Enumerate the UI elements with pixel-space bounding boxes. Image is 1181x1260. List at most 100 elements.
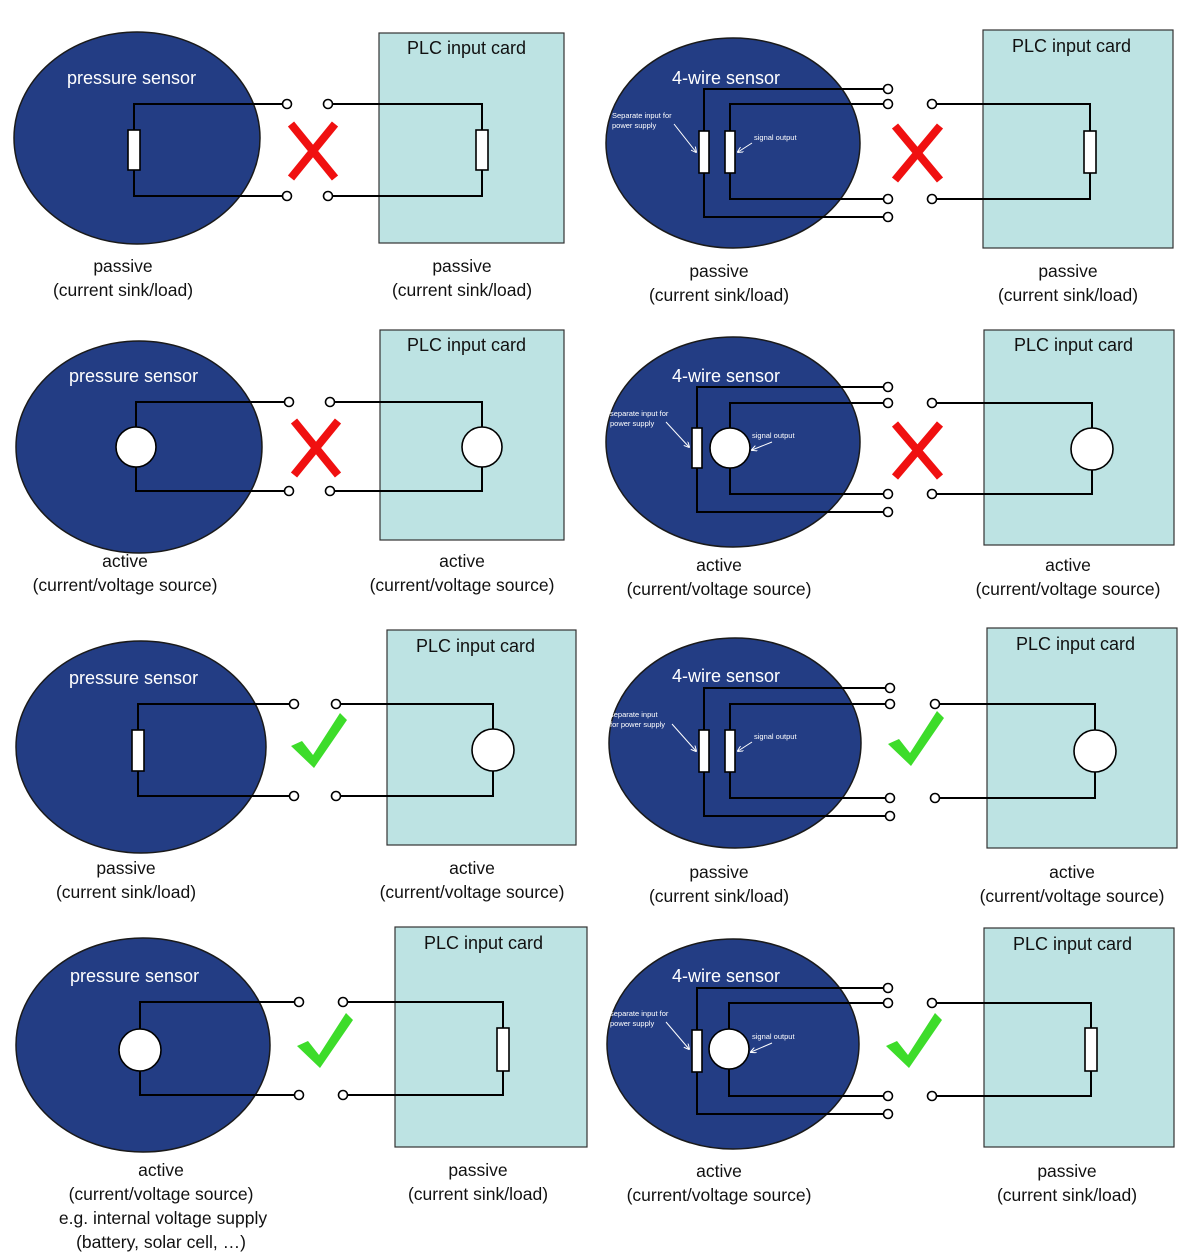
terminal	[882, 997, 894, 1009]
power-input-label: power supply	[612, 121, 656, 130]
power-input-label: separate input	[610, 710, 658, 719]
cross-mark-icon	[891, 421, 944, 480]
sensor-role-caption: (current/voltage source)	[69, 1184, 254, 1204]
signal-current-source-symbol	[709, 427, 751, 469]
sensor-title: 4-wire sensor	[672, 966, 780, 986]
signal-output-label: signal output	[752, 431, 795, 440]
cross-mark-icon	[287, 121, 339, 181]
terminal	[882, 381, 894, 393]
plc-title: PLC input card	[416, 636, 535, 656]
plc-role-caption: (current/voltage source)	[370, 575, 555, 595]
sensor-role-caption: (current/voltage source)	[33, 575, 218, 595]
terminal	[882, 1090, 894, 1102]
sensor-example-caption: e.g. internal voltage supply	[59, 1208, 267, 1228]
terminal	[283, 396, 295, 408]
sensor-title: pressure sensor	[70, 966, 199, 986]
power-input-label: Separate input for	[612, 111, 672, 120]
plc-title: PLC input card	[1013, 934, 1132, 954]
plc-current-source-symbol	[1073, 729, 1117, 773]
power-input-label: power supply	[610, 419, 654, 428]
terminal	[283, 485, 295, 497]
terminal	[882, 397, 894, 409]
sensor-type-caption: active	[696, 555, 742, 575]
sensor-type-caption: passive	[93, 256, 152, 276]
terminal	[281, 98, 293, 110]
terminal	[884, 810, 896, 822]
sensor-current-source-symbol	[118, 1028, 162, 1072]
terminal	[322, 190, 334, 202]
sensor-title: pressure sensor	[67, 68, 196, 88]
check-mark-icon	[291, 713, 347, 768]
plc-title: PLC input card	[1016, 634, 1135, 654]
terminal	[337, 1089, 349, 1101]
plc-type-caption: passive	[448, 1160, 507, 1180]
plc-resistor-symbol	[1083, 130, 1097, 174]
terminal	[929, 698, 941, 710]
terminal	[324, 396, 336, 408]
plc-current-source-symbol	[471, 728, 515, 772]
panel-r2-pressure: pressure sensor PLC input card active (c…	[15, 329, 565, 595]
plc-type-caption: active	[439, 551, 485, 571]
terminal	[884, 682, 896, 694]
panel-r2-4wire: 4-wire sensor separate input for power s…	[605, 329, 1175, 599]
sensor-title: pressure sensor	[69, 366, 198, 386]
terminal	[882, 211, 894, 223]
plc-title: PLC input card	[407, 335, 526, 355]
sensor-role-caption: (current sink/load)	[53, 280, 193, 300]
plc-type-caption: active	[1049, 862, 1095, 882]
check-mark-icon	[886, 1013, 942, 1068]
panel-r4-pressure: pressure sensor PLC input card active (c…	[15, 926, 588, 1252]
pointer-arrow	[738, 142, 753, 152]
plc-type-caption: active	[449, 858, 495, 878]
check-mark-icon	[297, 1013, 353, 1068]
pointer-arrow	[671, 723, 696, 751]
signal-output-label: signal output	[752, 1032, 795, 1041]
panel-r1-4wire: 4-wire sensor Separate input for power s…	[605, 29, 1174, 305]
power-input-label: for power supply	[610, 720, 665, 729]
pointer-arrow	[751, 1042, 773, 1052]
terminal	[882, 506, 894, 518]
terminal	[929, 792, 941, 804]
signal-current-source-symbol	[708, 1028, 750, 1070]
sensor-resistor-symbol	[131, 729, 145, 772]
plc-title: PLC input card	[407, 38, 526, 58]
plc-input-card-box	[394, 926, 588, 1148]
sensor-type-caption: active	[102, 551, 148, 571]
plc-input-card-box	[983, 927, 1175, 1148]
terminal	[926, 488, 938, 500]
sensor-title: 4-wire sensor	[672, 666, 780, 686]
pointer-arrow	[665, 421, 689, 447]
power-resistor-symbol	[691, 427, 703, 469]
terminal	[882, 1108, 894, 1120]
panel-r3-4wire: 4-wire sensor separate input for power s…	[608, 627, 1178, 906]
plc-title: PLC input card	[424, 933, 543, 953]
terminal	[330, 698, 342, 710]
sensor-resistor-symbol	[127, 129, 141, 171]
sensor-type-caption: active	[138, 1160, 184, 1180]
terminal	[293, 1089, 305, 1101]
terminal	[882, 83, 894, 95]
sensor-type-caption: active	[696, 1161, 742, 1181]
terminal	[926, 997, 938, 1009]
plc-role-caption: (current/voltage source)	[380, 882, 565, 902]
plc-title: PLC input card	[1012, 36, 1131, 56]
signal-output-label: signal output	[754, 133, 797, 142]
power-input-label: power supply	[610, 1019, 654, 1028]
pointer-arrow	[738, 741, 753, 751]
sensor-title: 4-wire sensor	[672, 366, 780, 386]
power-input-label: separate input for	[610, 409, 669, 418]
plc-input-card-box	[982, 29, 1174, 249]
sensor-role-caption: (current sink/load)	[649, 886, 789, 906]
panel-r1-pressure: pressure sensor PLC input card passive (…	[13, 31, 565, 300]
terminal	[324, 485, 336, 497]
terminal	[882, 98, 894, 110]
power-input-label: separate input for	[610, 1009, 669, 1018]
check-mark-icon	[888, 711, 944, 766]
plc-type-caption: passive	[1038, 261, 1097, 281]
plc-title: PLC input card	[1014, 335, 1133, 355]
panel-r4-4wire: 4-wire sensor separate input for power s…	[606, 927, 1175, 1205]
cross-mark-icon	[290, 418, 342, 478]
plc-role-caption: (current/voltage source)	[976, 579, 1161, 599]
sensor-title: 4-wire sensor	[672, 68, 780, 88]
signal-resistor-symbol	[724, 729, 736, 773]
